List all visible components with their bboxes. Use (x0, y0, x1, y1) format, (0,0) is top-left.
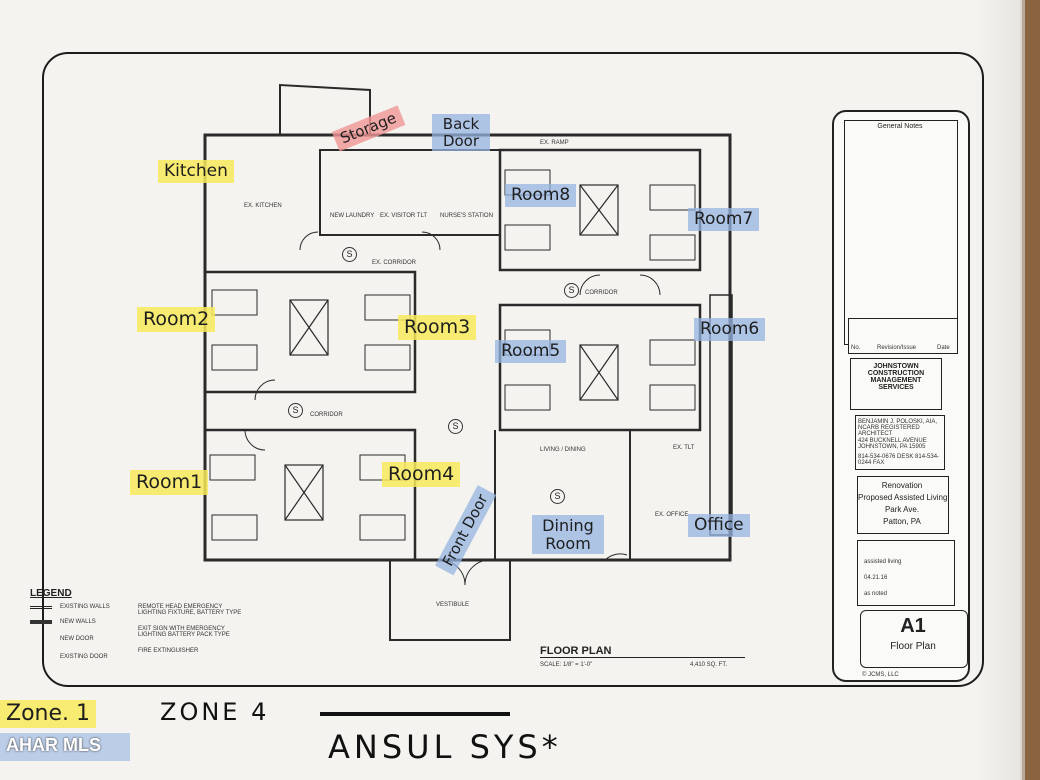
legend-title: LEGEND (30, 588, 72, 599)
legend-item: EXISTING WALLS (60, 604, 110, 610)
hand-dining-room: Dining Room (532, 515, 604, 555)
architect-address: 424 BUCKNELL AVENUE JOHNSTOWN, PA 15905 (858, 438, 927, 450)
legend-item: REMOTE HEAD EMERGENCY LIGHTING FIXTURE, … (138, 604, 242, 616)
label-living-dining: LIVING / DINING (540, 447, 586, 453)
label-office: EX. OFFICE (655, 512, 689, 518)
hand-zone-scrawl: ZONE 4 (160, 698, 270, 726)
revision-table: No. Revision/Issue Date (848, 318, 958, 354)
drawing-scale: as noted (864, 591, 888, 597)
hand-room2: Room2 (137, 307, 216, 332)
label-vestibule: VESTIBULE (436, 602, 470, 608)
architect-phone: 814-534-0676 DESK 814-534-0244 FAX (858, 454, 940, 466)
label-laundry: NEW LAUNDRY (330, 213, 375, 219)
rev-date: Date (937, 345, 950, 351)
plan-scale: SCALE: 1/8" = 1'-0" (540, 662, 593, 668)
rev-issue: Revision/Issue (877, 345, 917, 351)
hand-room1: Room1 (130, 470, 209, 495)
label-kitchen: EX. KITCHEN (244, 203, 282, 209)
project-no: assisted living (864, 559, 902, 565)
company-box: JOHNSTOWN CONSTRUCTION MANAGEMENT SERVIC… (850, 358, 942, 410)
hand-room8: Room8 (505, 184, 577, 207)
label-ex-tlt: EX. TLT (673, 445, 695, 451)
hand-room4: Room4 (382, 462, 461, 487)
project-line4: Patton, PA (883, 517, 921, 526)
general-notes-box: General Notes (844, 120, 958, 345)
legend-item: EXISTING DOOR (60, 654, 108, 660)
hand-back-door: Back Door (432, 114, 490, 151)
drawing-date: 04.21.16 (864, 575, 888, 581)
hand-room6: Room6 (694, 318, 766, 341)
plan-area: 4,410 SQ. FT. (690, 662, 728, 668)
copyright: © JCMS, LLC (862, 672, 899, 678)
legend-item: FIRE EXTINGUISHER (138, 648, 199, 654)
legend-item: EXIT SIGN WITH EMERGENCY LIGHTING BATTER… (138, 626, 230, 638)
legend-item: NEW WALLS (60, 619, 96, 625)
smoke-detector: S (564, 283, 579, 298)
label-corridor-right: CORRIDOR (585, 290, 618, 296)
label-ramp: EX. RAMP (540, 140, 569, 146)
hand-room5: Room5 (495, 340, 567, 363)
highlight-zone-two (0, 733, 130, 761)
sheet-title: Floor Plan (890, 641, 936, 652)
architect-box: BENJAMIN J. POLOSKI, AIA, NCARB REGISTER… (855, 415, 945, 470)
smoke-detector: S (550, 489, 565, 504)
drawing-border (42, 52, 984, 687)
info-box: assisted living 04.21.16 as noted (857, 540, 955, 606)
label-corridor-mid: CORRIDOR (310, 412, 343, 418)
plan-title: FLOOR PLAN (540, 645, 745, 658)
sheet-number: A1 (900, 615, 926, 637)
project-line3: Park Ave. (884, 505, 920, 514)
general-notes-label: General Notes (877, 123, 923, 130)
smoke-detector: S (448, 419, 463, 434)
sheet-box: A1 Floor Plan (860, 610, 968, 668)
project-line1: Renovation (881, 481, 923, 490)
smoke-detector: S (342, 247, 357, 262)
hand-kitchen: Kitchen (158, 160, 234, 183)
hand-room7: Room7 (688, 208, 760, 231)
hand-ansul: ANSUL SYS* (328, 728, 562, 766)
hand-office: Office (688, 514, 750, 537)
architect-name: BENJAMIN J. POLOSKI, AIA, NCARB REGISTER… (858, 419, 938, 437)
watermark: AHAR MLS (6, 735, 101, 755)
smoke-detector: S (288, 403, 303, 418)
legend-item: NEW DOOR (60, 636, 94, 642)
project-box: Renovation Proposed Assisted Living Park… (857, 476, 949, 534)
project-line2: Proposed Assisted Living (858, 493, 948, 502)
hand-zone1: Zone. 1 (0, 700, 96, 729)
label-nurses-station: NURSE'S STATION (440, 213, 493, 219)
strike-line (320, 712, 510, 716)
label-visitor-tlt: EX. VISITOR TLT (380, 213, 428, 219)
rev-no: No. (851, 345, 861, 351)
company-name: JOHNSTOWN CONSTRUCTION MANAGEMENT SERVIC… (867, 363, 925, 391)
legend: LEGEND EXISTING WALLS NEW WALLS NEW DOOR… (30, 588, 241, 680)
label-corridor-top: EX. CORRIDOR (372, 260, 417, 266)
hand-room3: Room3 (398, 315, 477, 340)
